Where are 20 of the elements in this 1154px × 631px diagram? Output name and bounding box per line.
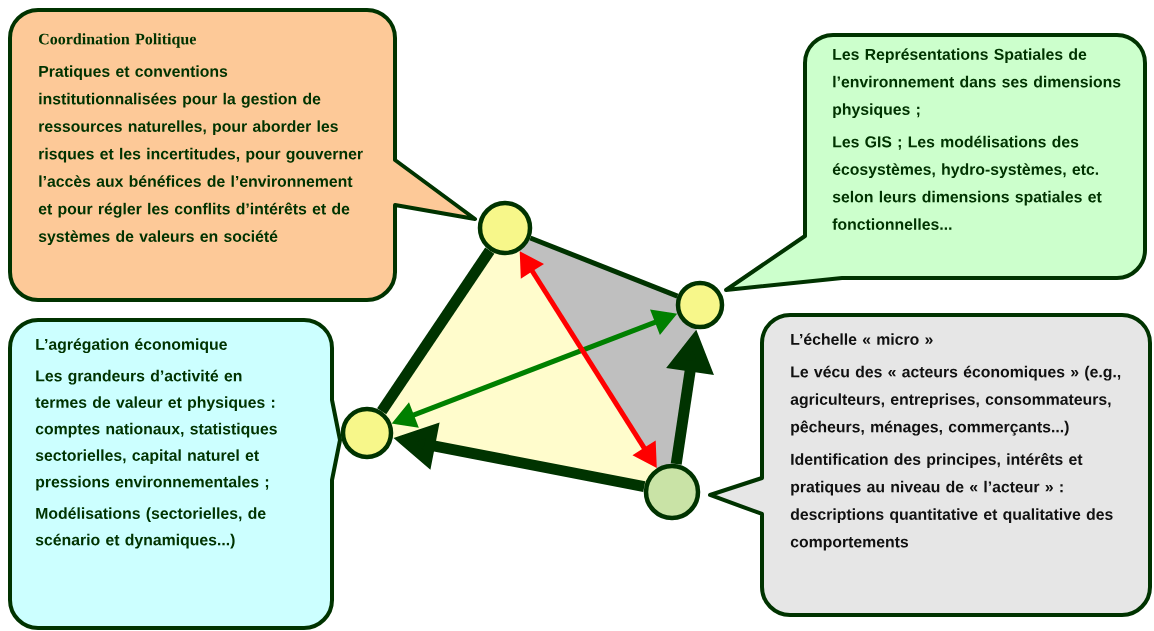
vertex-circle [643, 463, 701, 521]
connector-line [377, 247, 495, 415]
speech-bubble [8, 318, 342, 630]
paragraph: Pratiques et conventions institutionnalisées pour la gestion de ressources naturelles, pour aborder les risques et les incertitudes, pour gouverner l’accès aux bénéfices de l’environnement et pour régler les conflits d’intérêts et de systèmes de valeurs en société [38, 65, 363, 246]
heading: L’échelle « micro » [791, 333, 933, 345]
speech-bubble [708, 313, 1152, 617]
paragraph: Le vécu des « acteurs économiques » (e.g., agriculteurs, entreprises, consommateurs, pêcheurs, ménages, commerçants...) [790, 365, 1121, 436]
paragraph: Les GIS ; Les modélisations des écosystèmes, hydro-systèmes, etc. selon leurs dimensions spatiales et fonctionnelles... [832, 135, 1102, 230]
paragraph: Les grandeurs d’activité en termes de valeur et physiques : comptes nationaux, statistiques sectorielles, capital naturel et pressions environnementales ; [35, 369, 277, 491]
vertex-circle [340, 406, 394, 460]
vertex-circle [675, 280, 725, 330]
speech-bubble [724, 33, 1147, 292]
connector-line [529, 235, 679, 299]
heading: L’agrégation économique [36, 338, 227, 354]
heading: Les Représentations Spatiales de l’environnement dans ses dimensions physiques ; [833, 48, 1121, 119]
paragraph: Identification des principes, intérêts et pratiques au niveau de « l’acteur » : descriptions quantitative et qualitative des comportements [790, 453, 1113, 551]
vertex-circle [477, 200, 533, 256]
speech-bubble [8, 8, 477, 302]
heading: Coordination Politique [39, 33, 196, 48]
paragraph: Modélisations (sectorielles, de scénario et dynamiques...) [35, 507, 266, 549]
